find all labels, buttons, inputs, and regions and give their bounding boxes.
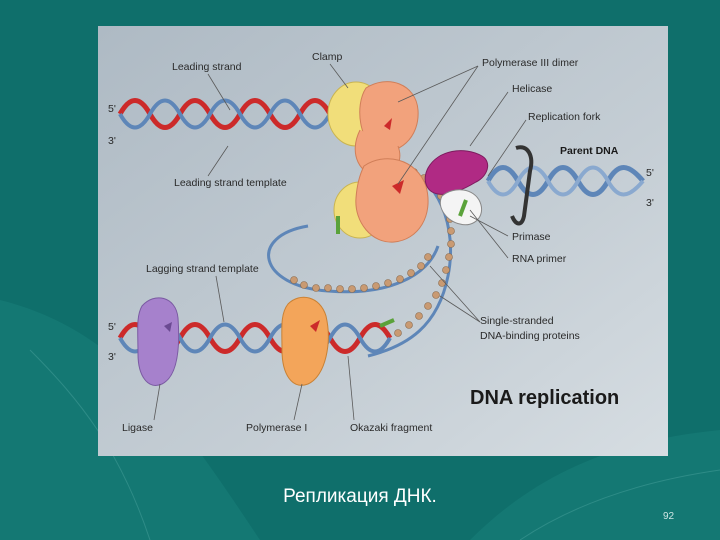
label-polymerase-i: Polymerase I bbox=[246, 422, 307, 434]
rna-primer bbox=[336, 199, 468, 234]
label-top-3-prime: 3' bbox=[108, 135, 116, 147]
label-ssb-line2: DNA-binding proteins bbox=[480, 330, 580, 342]
label-bottom-3-prime: 3' bbox=[108, 351, 116, 363]
label-polymerase-iii-dimer: Polymerase III dimer bbox=[482, 57, 579, 69]
label-replication-fork: Replication fork bbox=[528, 111, 601, 123]
polymerase-i-protein bbox=[281, 296, 329, 386]
label-top-5-prime: 5' bbox=[108, 103, 116, 115]
parent-dna-helix bbox=[485, 145, 645, 226]
label-clamp: Clamp bbox=[312, 51, 343, 63]
label-right-3-prime: 3' bbox=[646, 197, 654, 209]
helicase-protein bbox=[424, 150, 489, 195]
dna-replication-diagram: Leading strand Clamp Polymerase III dime… bbox=[98, 26, 668, 456]
label-ssb-line1: Single-stranded bbox=[480, 315, 554, 327]
polymerase-iii-dimer bbox=[354, 81, 429, 243]
label-leading-strand: Leading strand bbox=[172, 61, 242, 73]
leading-strand-helix bbox=[117, 98, 363, 130]
label-lagging-strand-template: Lagging strand template bbox=[146, 263, 259, 275]
label-primase: Primase bbox=[512, 231, 551, 243]
ligase-protein bbox=[137, 297, 180, 386]
label-ligase: Ligase bbox=[122, 422, 153, 434]
label-right-5-prime: 5' bbox=[646, 167, 654, 179]
label-okazaki-fragment: Okazaki fragment bbox=[350, 422, 432, 434]
label-helicase: Helicase bbox=[512, 83, 552, 95]
label-parent-dna: Parent DNA bbox=[560, 145, 619, 157]
label-bottom-5-prime: 5' bbox=[108, 321, 116, 333]
leader-lines bbox=[153, 63, 527, 421]
diagram-title: DNA replication bbox=[470, 387, 619, 409]
slide-caption: Репликация ДНК. bbox=[283, 486, 437, 507]
label-rna-primer: RNA primer bbox=[512, 253, 567, 265]
label-leading-strand-template: Leading strand template bbox=[174, 177, 287, 189]
page-number: 92 bbox=[663, 511, 675, 522]
